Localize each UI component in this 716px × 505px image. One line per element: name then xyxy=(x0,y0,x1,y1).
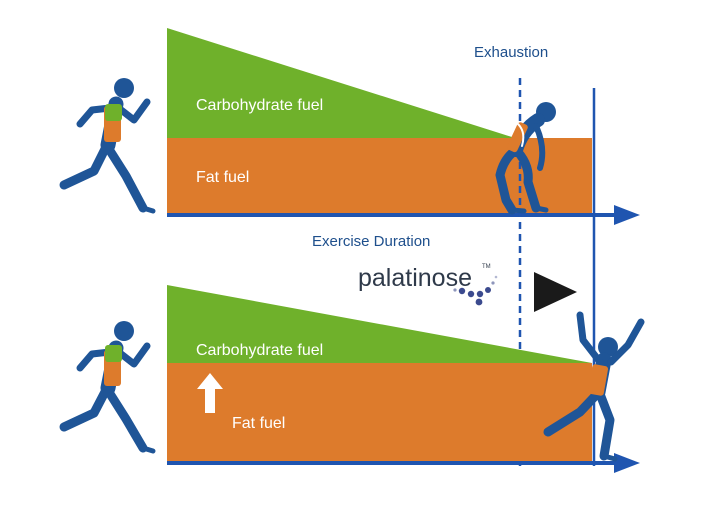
top-axis-arrowhead xyxy=(614,205,640,225)
top-carb-label: Carbohydrate fuel xyxy=(196,97,323,114)
exercise-duration-label: Exercise Duration xyxy=(312,233,430,250)
runner-icon xyxy=(59,78,156,214)
top-carb-area xyxy=(167,28,515,138)
palatinose-tm: TM xyxy=(482,264,491,270)
palatinose-brand-text: palatinose xyxy=(358,264,472,292)
play-triangle-icon xyxy=(534,272,577,312)
bottom-fat-area xyxy=(167,363,592,462)
palatinose-dots-icon xyxy=(453,275,498,306)
up-arrow-icon xyxy=(197,373,223,413)
palatinose-logo: palatinose TM xyxy=(358,264,498,306)
exhaustion-label: Exhaustion xyxy=(474,44,548,61)
bottom-carb-area xyxy=(167,285,592,363)
exhausted-runner-icon xyxy=(495,102,556,215)
runner-icon xyxy=(59,321,156,454)
bottom-axis-arrowhead xyxy=(614,453,640,473)
bottom-carb-label: Carbohydrate fuel xyxy=(196,342,323,359)
bottom-time-axis xyxy=(167,453,640,473)
top-panel: Carbohydrate fuel Fat fuel Exhaustion xyxy=(167,28,640,225)
bottom-panel: Carbohydrate fuel Fat fuel xyxy=(167,285,640,473)
bottom-fat-label: Fat fuel xyxy=(232,415,285,432)
top-fat-label: Fat fuel xyxy=(196,169,249,186)
top-time-axis xyxy=(167,205,640,225)
celebrating-runner-icon xyxy=(543,311,645,462)
